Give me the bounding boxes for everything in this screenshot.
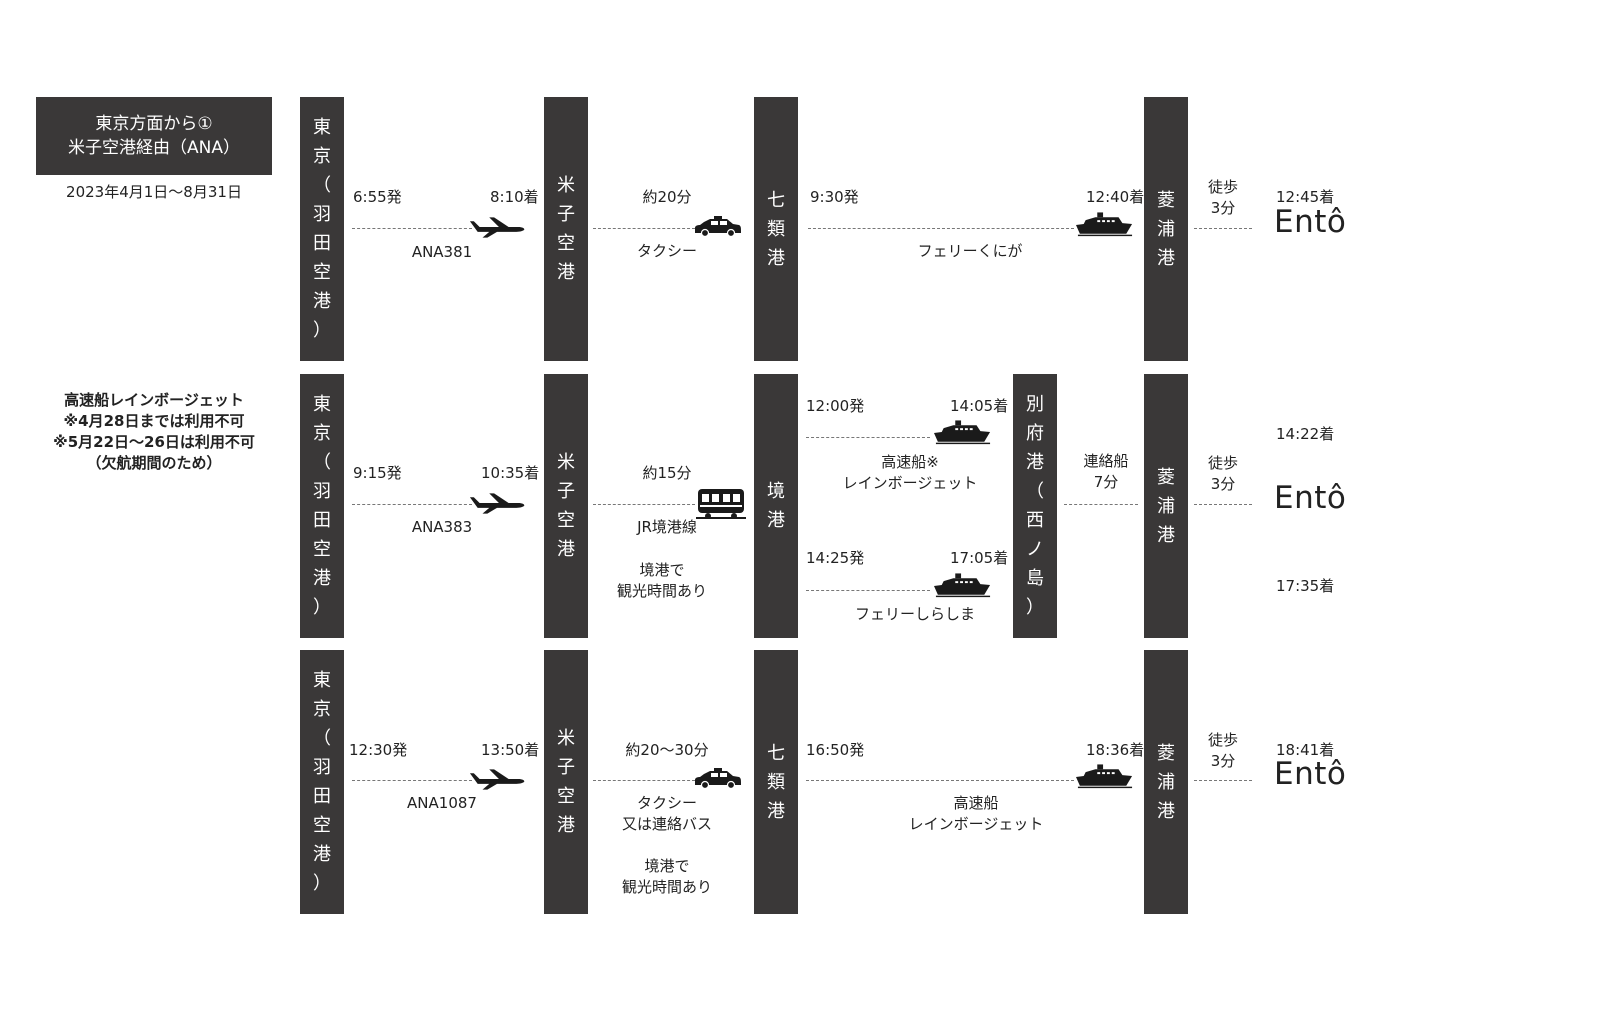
walk-label: 徒歩 xyxy=(1207,178,1238,196)
note-line1: 高速船レインボージェット xyxy=(64,391,244,409)
ferry-a-name-line2: レインボージェット xyxy=(842,474,978,492)
ferry-arrive-time: 18:36着 xyxy=(1086,741,1145,759)
transfer-line xyxy=(593,228,695,229)
flight-line xyxy=(352,780,472,781)
station-tokyo-haneda: 東京（羽田空港） xyxy=(300,97,344,361)
station-tokyo-haneda: 東京（羽田空港） xyxy=(300,650,344,914)
transfer-duration: 約20分 xyxy=(642,188,692,206)
flight-arrive-time: 8:10着 xyxy=(490,188,539,206)
walk-line xyxy=(1194,228,1252,229)
flight-line xyxy=(352,504,472,505)
ferry-a-name-line1: 高速船※ xyxy=(881,453,939,471)
flight-depart-time: 6:55発 xyxy=(353,188,402,206)
ferry-line xyxy=(808,228,1074,229)
transfer-line xyxy=(593,504,695,505)
arrival-time-b: 17:35着 xyxy=(1276,577,1335,595)
walk-label: 徒歩 xyxy=(1207,731,1238,749)
transfer-duration: 約20〜30分 xyxy=(625,741,709,759)
station-hishiura-port: 菱浦港 xyxy=(1144,650,1188,914)
ferry-arrive-time: 12:40着 xyxy=(1086,188,1145,206)
route-title-line2: 米子空港経由（ANA） xyxy=(68,138,240,158)
arrival-time: 18:41着 xyxy=(1276,741,1335,759)
ferry-a-depart-time: 12:00発 xyxy=(806,397,865,415)
flight-depart-time: 9:15発 xyxy=(353,464,402,482)
transfer-mode-line2: 又は連絡バス xyxy=(621,815,712,833)
ferry-b-line xyxy=(806,590,930,591)
ferry-b-name: フェリーしらしま xyxy=(854,605,975,623)
transfer-mode: タクシー xyxy=(636,242,697,260)
transfer-note-line2: 観光時間あり xyxy=(616,582,707,600)
transfer-note-line2: 観光時間あり xyxy=(621,878,712,896)
note-line4: （欠航期間のため） xyxy=(86,454,222,472)
ferry-depart-time: 16:50発 xyxy=(806,741,865,759)
station-tokyo-haneda: 東京（羽田空港） xyxy=(300,374,344,638)
airplane-icon xyxy=(468,215,526,239)
taxi-icon xyxy=(694,215,742,237)
walk-line xyxy=(1194,780,1252,781)
ferry-name-line2: レインボージェット xyxy=(908,815,1044,833)
shuttle-minutes: 7分 xyxy=(1093,473,1119,491)
route-title-box: 東京方面から① 米子空港経由（ANA） xyxy=(36,97,272,175)
shuttle-label: 連絡船 xyxy=(1083,452,1129,470)
walk-label: 徒歩 xyxy=(1207,454,1238,472)
ferry-depart-time: 9:30発 xyxy=(810,188,859,206)
transfer-duration: 約15分 xyxy=(642,464,692,482)
walk-minutes: 3分 xyxy=(1210,475,1236,493)
transfer-note-line1: 境港で xyxy=(644,857,690,875)
ferry-a-line xyxy=(806,437,930,438)
flight-name: ANA381 xyxy=(411,243,473,261)
walk-line xyxy=(1194,504,1252,505)
ship-icon xyxy=(934,573,992,599)
route-title-line1: 東京方面から① xyxy=(95,114,213,134)
transfer-mode-line1: タクシー xyxy=(636,794,697,812)
ento-logo: Entô xyxy=(1274,756,1347,792)
shuttle-line xyxy=(1064,504,1138,505)
note-line2: ※4月28日までは利用不可 xyxy=(63,412,245,430)
walk-minutes: 3分 xyxy=(1210,199,1236,217)
ferry-name: フェリーくにが xyxy=(917,242,1023,260)
airplane-icon xyxy=(468,767,526,791)
flight-depart-time: 12:30発 xyxy=(349,741,408,759)
ship-icon xyxy=(934,420,992,446)
flight-arrive-time: 13:50着 xyxy=(481,741,540,759)
date-range: 2023年4月1日〜8月31日 xyxy=(66,183,242,201)
ferry-b-arrive-time: 17:05着 xyxy=(950,549,1009,567)
station-hishiura-port: 菱浦港 xyxy=(1144,374,1188,638)
rainbow-jet-note: 高速船レインボージェット ※4月28日までは利用不可 ※5月22日〜26日は利用… xyxy=(36,390,272,474)
station-yonago-airport: 米子空港 xyxy=(544,374,588,638)
flight-name: ANA383 xyxy=(411,518,473,536)
note-line3: ※5月22日〜26日は利用不可 xyxy=(53,433,255,451)
flight-line xyxy=(352,228,472,229)
taxi-icon xyxy=(694,767,742,789)
ferry-line xyxy=(806,780,1074,781)
station-sakai-port: 境港 xyxy=(754,374,798,638)
ferry-name-line1: 高速船 xyxy=(953,794,999,812)
ferry-b-depart-time: 14:25発 xyxy=(806,549,865,567)
flight-name: ANA1087 xyxy=(407,794,477,812)
ship-icon xyxy=(1076,764,1134,790)
station-hishiura-port: 菱浦港 xyxy=(1144,97,1188,361)
transfer-note-line1: 境港で xyxy=(639,561,685,579)
station-shichirui-port: 七類港 xyxy=(754,650,798,914)
station-yonago-airport: 米子空港 xyxy=(544,97,588,361)
ento-logo: Entô xyxy=(1274,480,1347,516)
train-icon xyxy=(696,486,746,520)
station-beppu-port: 別府港（西ノ島） xyxy=(1013,374,1057,638)
airplane-icon xyxy=(468,491,526,515)
flight-arrive-time: 10:35着 xyxy=(481,464,540,482)
walk-minutes: 3分 xyxy=(1210,752,1236,770)
ferry-a-arrive-time: 14:05着 xyxy=(950,397,1009,415)
station-yonago-airport: 米子空港 xyxy=(544,650,588,914)
ento-logo: Entô xyxy=(1274,204,1347,240)
station-shichirui-port: 七類港 xyxy=(754,97,798,361)
transfer-line xyxy=(593,780,695,781)
transfer-mode: JR境港線 xyxy=(637,518,697,536)
arrival-time: 12:45着 xyxy=(1276,188,1335,206)
arrival-time-a: 14:22着 xyxy=(1276,425,1335,443)
ship-icon xyxy=(1076,212,1134,238)
